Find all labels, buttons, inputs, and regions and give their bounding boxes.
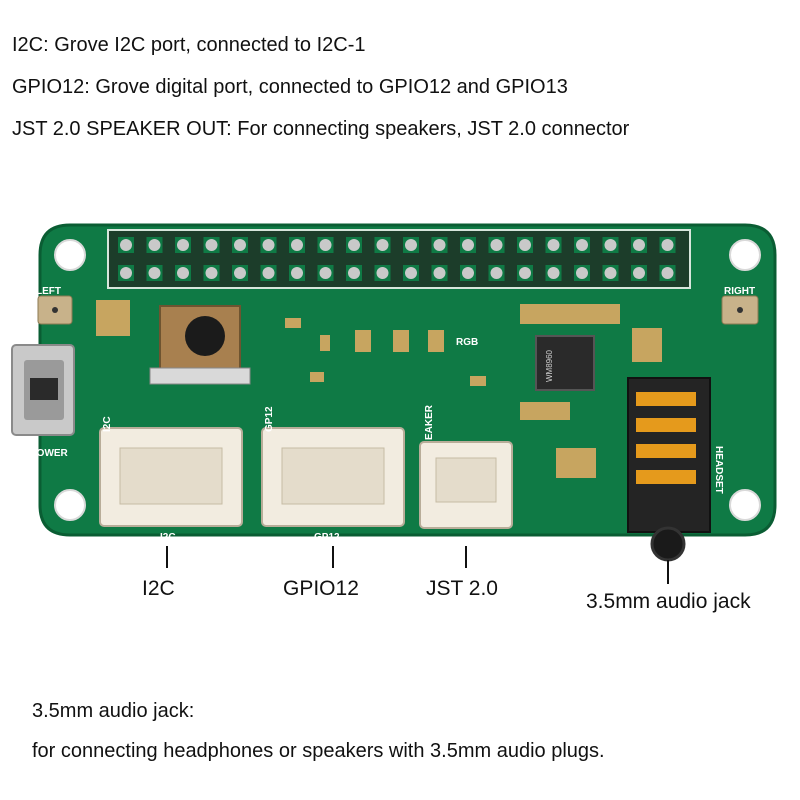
header-pin — [319, 267, 332, 279]
callout-audio-jack: 3.5mm audio jack — [586, 590, 751, 613]
header-pin — [234, 239, 246, 251]
header-pin — [205, 267, 218, 279]
silk-rgb: RGB — [456, 337, 478, 348]
header-pin — [148, 267, 161, 279]
header-pin — [177, 239, 189, 251]
description-gpio12: GPIO12: Grove digital port, connected to… — [12, 76, 568, 98]
silk-right: RIGHT — [724, 286, 755, 297]
silk-gp12-bottom: GP12 — [314, 532, 340, 543]
silk-left: LEFT — [36, 286, 61, 297]
header-pin — [490, 239, 503, 251]
header-pin — [547, 267, 560, 279]
header-pin — [661, 239, 674, 251]
header-pin — [576, 267, 588, 279]
header-pin — [604, 239, 617, 251]
header-pin — [234, 267, 246, 279]
header-pin — [604, 267, 617, 279]
callout-jst: JST 2.0 — [426, 577, 498, 600]
silk-i2c-side: I2C — [102, 416, 113, 432]
header-pin — [490, 267, 503, 279]
header-pins — [118, 237, 676, 281]
callout-i2c: I2C — [142, 577, 175, 600]
silk-headset: HEADSET — [713, 446, 724, 494]
header-pin — [405, 239, 417, 251]
header-pin — [120, 239, 132, 251]
header-pin — [148, 239, 161, 251]
header-pin — [547, 239, 560, 251]
header-pin — [262, 239, 275, 251]
mounting-hole — [54, 489, 86, 521]
description-i2c: I2C: Grove I2C port, connected to I2C-1 — [12, 34, 366, 56]
callout-gpio12: GPIO12 — [283, 577, 359, 600]
header-pin — [519, 239, 531, 251]
header-pin — [405, 267, 417, 279]
header-pin — [291, 239, 303, 251]
mounting-hole — [729, 239, 761, 271]
silk-gp12-side: GP12 — [264, 406, 275, 432]
silk-power: POWER — [30, 448, 69, 459]
silk-i2c-bottom: I2C — [160, 532, 176, 543]
header-pin — [633, 267, 645, 279]
header-pin — [433, 239, 446, 251]
header-pin — [462, 239, 474, 251]
header-pin — [661, 267, 674, 279]
header-pin — [376, 267, 389, 279]
mounting-hole — [729, 489, 761, 521]
chip-marking: WM8960 — [545, 349, 554, 382]
description-jst: JST 2.0 SPEAKER OUT: For connecting spea… — [12, 118, 630, 140]
header-pin — [291, 267, 303, 279]
audio-codec-chip — [535, 335, 595, 391]
header-pin — [120, 267, 132, 279]
header-pin — [348, 267, 360, 279]
header-pin — [576, 239, 588, 251]
header-pin — [433, 267, 446, 279]
audio-jack-title: 3.5mm audio jack: — [32, 700, 195, 722]
audio-jack-description: for connecting headphones or speakers wi… — [32, 740, 605, 762]
header-pin — [205, 239, 218, 251]
header-pin — [177, 267, 189, 279]
header-pin — [262, 267, 275, 279]
header-pin — [633, 239, 645, 251]
header-pin — [376, 239, 389, 251]
mounting-hole — [54, 239, 86, 271]
header-pin — [462, 267, 474, 279]
header-pin — [519, 267, 531, 279]
header-pin — [319, 239, 332, 251]
header-pin — [348, 239, 360, 251]
silk-speaker-side: EAKER — [424, 404, 435, 440]
